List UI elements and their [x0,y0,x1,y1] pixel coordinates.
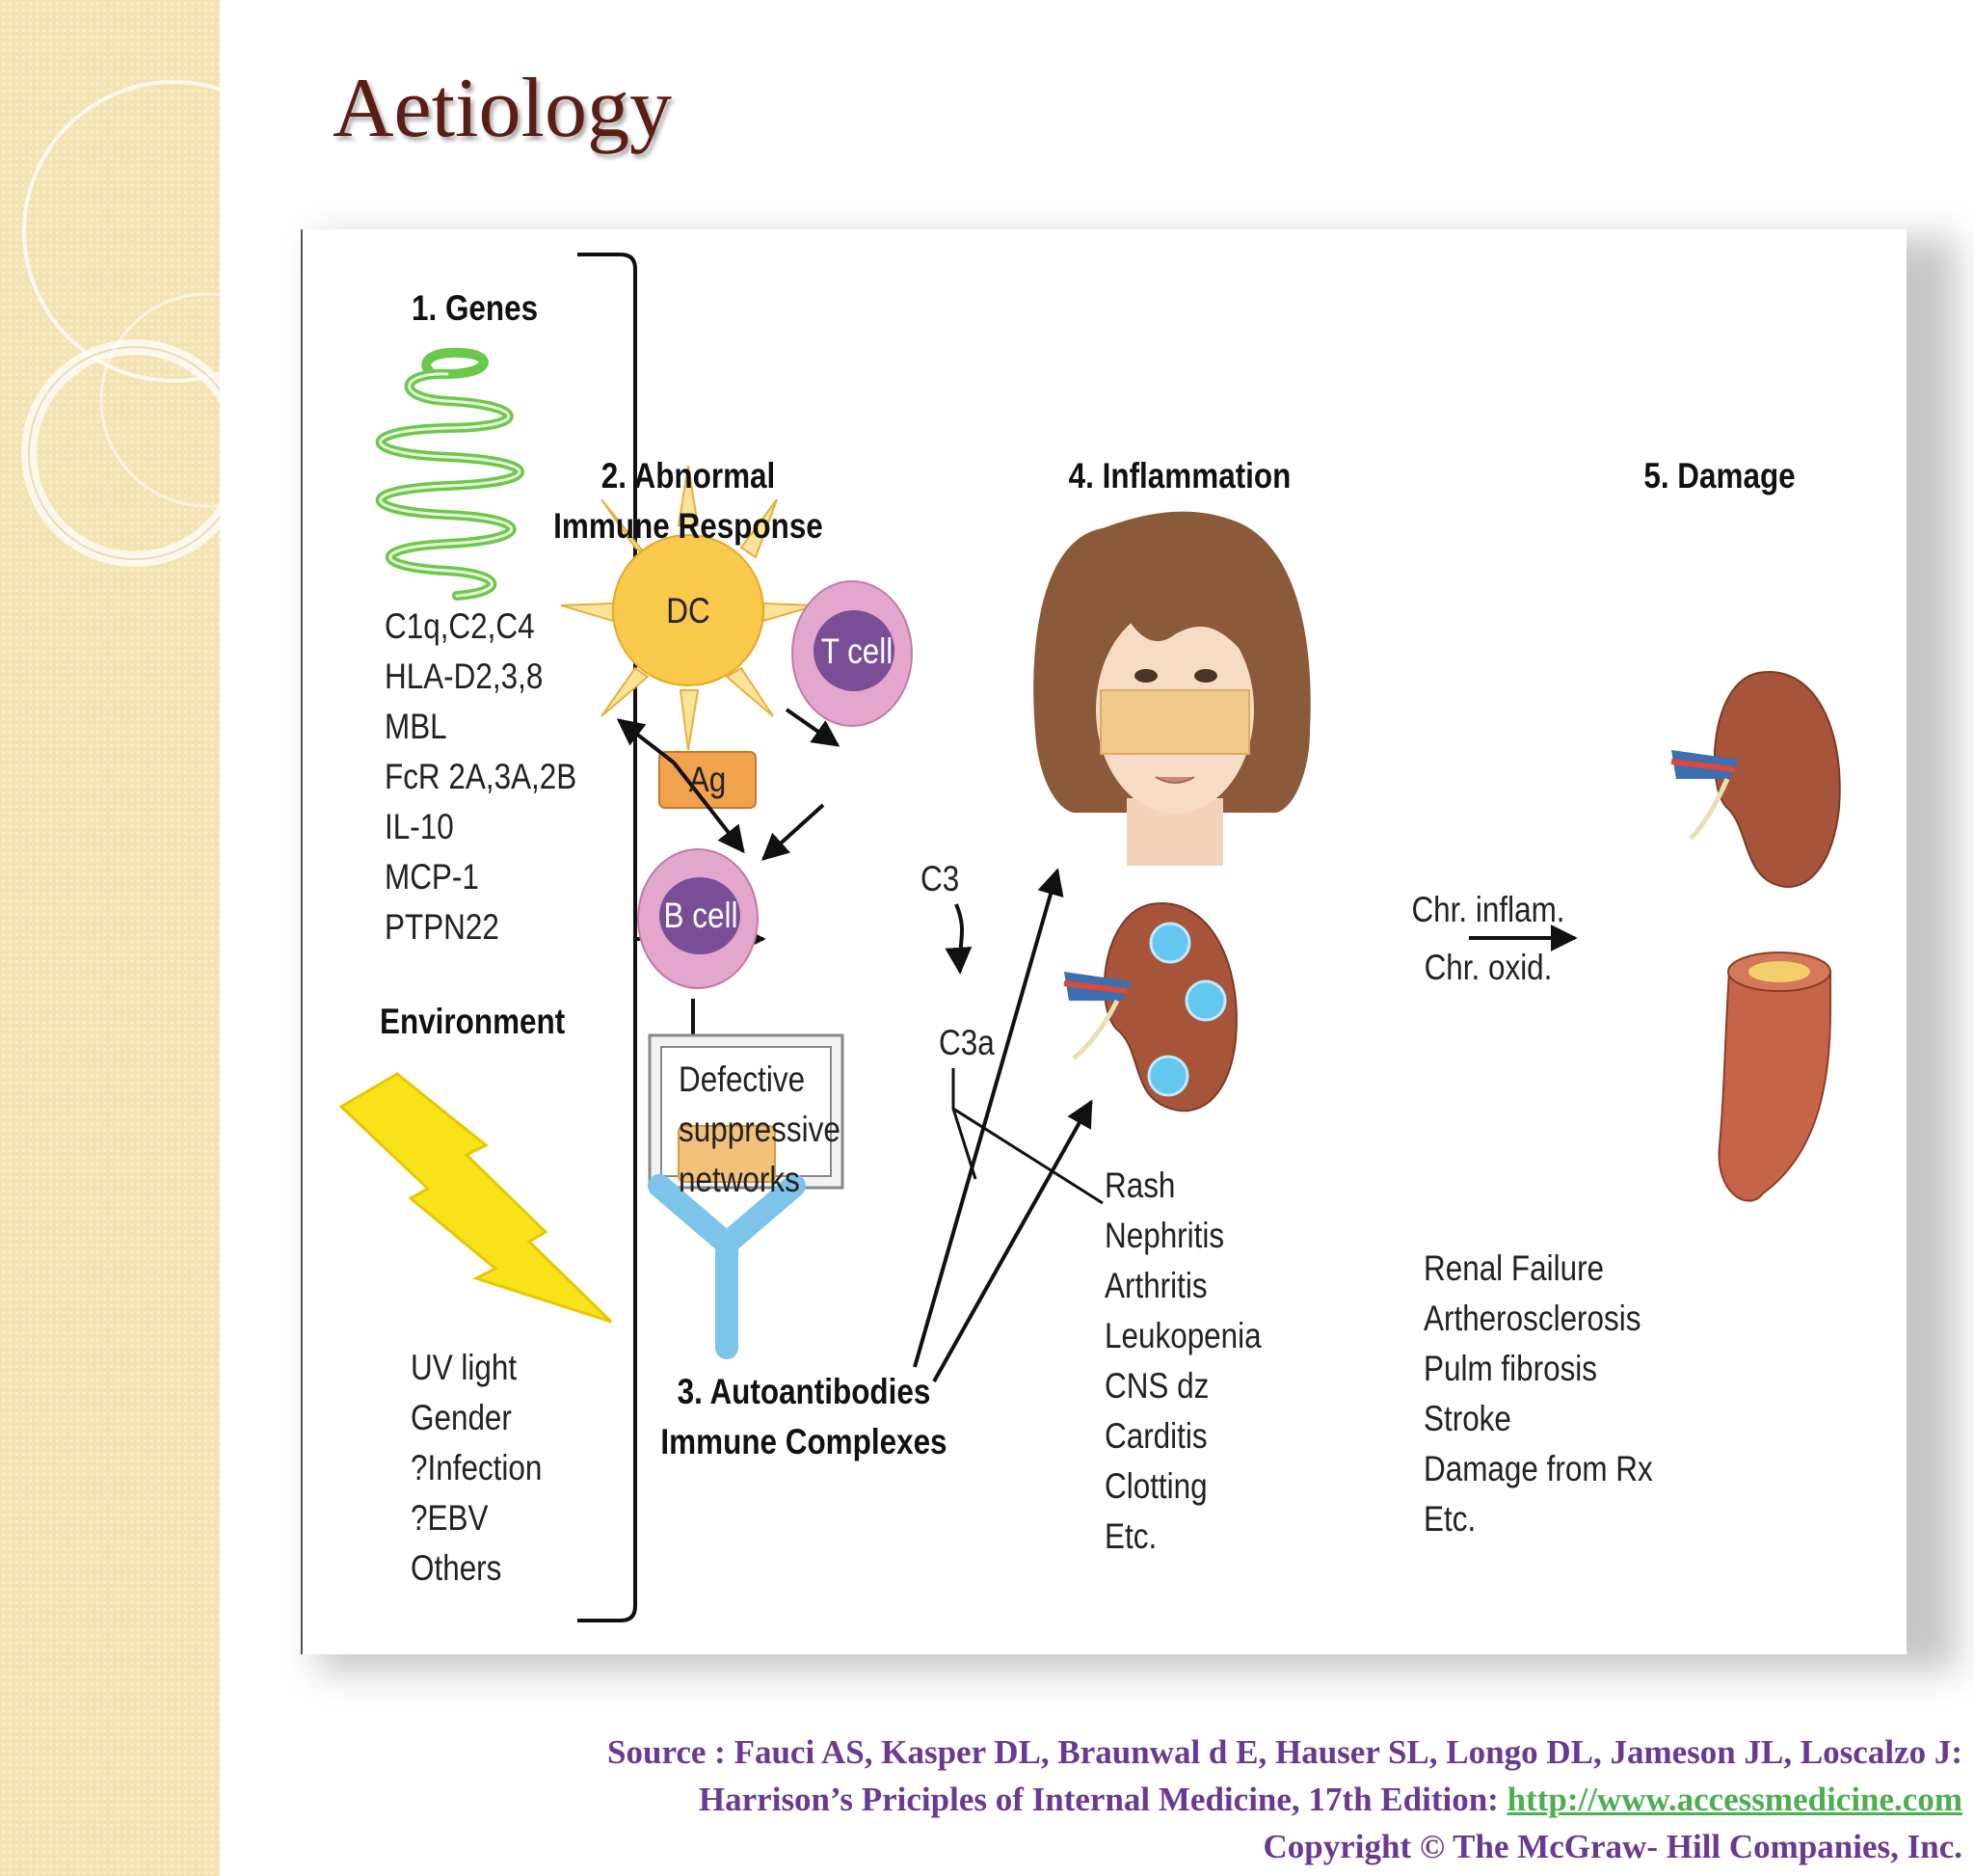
inflammation-item: Rash [1105,1166,1176,1205]
copyright-line: Copyright © The McGraw- Hill Companies, … [1263,1828,1963,1865]
genes-list: C1q,C2,C4 HLA-D2,3,8 MBL FcR 2A,3A,2B IL… [385,602,576,952]
c3a-line-a [951,1068,1104,1205]
inflammation-item: Arthritis [1105,1266,1208,1305]
environment-item: Others [411,1548,502,1588]
damage-list: Renal Failure Artherosclerosis Pulm fibr… [1424,1244,1653,1544]
arrow-ag-to-dc [616,718,676,764]
suppressive-networks-label: Defective suppressive networks [679,1055,840,1205]
damaged-kidney-icon [1670,671,1841,888]
gene-item: C1q,C2,C4 [385,606,535,646]
environment-item: ?EBV [411,1498,489,1538]
source-line-2: Harrison’s Priciples of Internal Medicin… [607,1776,1962,1823]
autoantibodies-line2: Immune Complexes [660,1422,947,1461]
inflammation-heading: 4. Inflammation [1068,456,1292,496]
page-title: Aetiology [333,62,672,155]
gene-coil-icon [375,347,524,601]
figure-graphics [338,253,1841,1622]
arrow-to-inflammation-kidney [932,1099,1093,1382]
damage-item: Damage from Rx [1424,1449,1653,1488]
face-icon [1033,511,1311,866]
immune-complex-antigen [678,1125,776,1183]
inflammation-item: Leukopenia [1105,1316,1262,1355]
gene-item: PTPN22 [385,907,499,947]
ring-small [99,292,220,508]
dendritic-cell-icon [560,465,817,751]
inflammation-list: Rash Nephritis Arthritis Leukopenia CNS … [1105,1161,1262,1562]
gene-item: MCP-1 [385,857,479,897]
arrow-ag-to-bcell [672,761,745,854]
dc-label: DC [666,591,710,630]
arrow-to-inflammation-face [913,868,1064,1368]
c3a-label: C3a [939,1023,995,1062]
ag-label: Ag [688,760,727,799]
suppressive-line: networks [679,1160,800,1199]
gene-coil-highlight [379,372,521,598]
source-book: Harrison’s Priciples of Internal Medicin… [698,1781,1507,1818]
autoantibodies-line1: 3. Autoantibodies [677,1372,931,1411]
chronic-inflammation-label: Chr. inflam. [1411,890,1565,929]
side-decoration [0,0,220,1876]
lightning-icon [338,1072,613,1324]
suppressive-line: Defective [679,1059,806,1099]
decorative-rings [21,80,220,567]
genes-heading: 1. Genes [412,288,539,328]
immune-heading-line1: 2. Abnormal [600,456,776,496]
environment-list: UV light Gender ?Infection ?EBV Others [411,1343,542,1594]
inflammation-item: Etc. [1105,1516,1158,1556]
source-citation: Source : Fauci AS, Kasper DL, Braunwal d… [607,1729,1962,1870]
gene-item: HLA-D2,3,8 [385,657,544,696]
inflammation-item: Carditis [1105,1416,1208,1456]
artery-icon [1718,951,1831,1202]
ring-large [22,80,220,383]
gene-item: FcR 2A,3A,2B [385,757,577,796]
damage-item: Pulm fibrosis [1424,1349,1598,1388]
arrow-c3-to-c3a [945,903,973,975]
arrow-tcell-to-bcell [760,803,825,861]
inflammation-item: Clotting [1105,1466,1208,1506]
ring-thick-outline [28,346,220,560]
gene-item: MBL [385,707,447,746]
environment-item: UV light [411,1348,518,1387]
inflammation-item: CNS dz [1105,1366,1210,1406]
t-cell-label: T cell [820,631,894,671]
inflammation-item: Nephritis [1105,1216,1225,1255]
t-cell-nucleus [814,610,894,691]
damage-item: Renal Failure [1424,1248,1605,1288]
environment-item: Gender [411,1398,512,1437]
damage-item: Artherosclerosis [1424,1299,1641,1338]
ring-thick [21,339,220,567]
immune-heading-line2: Immune Response [553,506,823,546]
gene-item: IL-10 [385,807,454,846]
suppressive-line: suppressive [679,1110,840,1149]
damage-item: Etc. [1424,1499,1477,1539]
dc-body [612,534,764,686]
damage-heading: 5. Damage [1643,456,1796,496]
damage-item: Stroke [1424,1399,1511,1438]
pathogenesis-figure: 1. Genes C1q,C2,C4 HLA-D2,3,8 MBL FcR 2A… [301,229,1907,1654]
b-cell-nucleus [659,877,740,954]
b-cell-label: B cell [663,896,738,935]
arrow-dc-to-tcell [785,708,840,747]
inflamed-kidney-icon [1063,902,1238,1112]
environment-heading: Environment [380,1002,566,1041]
chronic-oxidation-label: Chr. oxid. [1424,948,1553,987]
environment-item: ?Infection [411,1448,543,1487]
c3-label: C3 [920,859,960,898]
source-line-1: Source : Fauci AS, Kasper DL, Braunwal d… [607,1733,1962,1771]
accessmedicine-link[interactable]: http://www.accessmedicine.com [1507,1781,1962,1818]
